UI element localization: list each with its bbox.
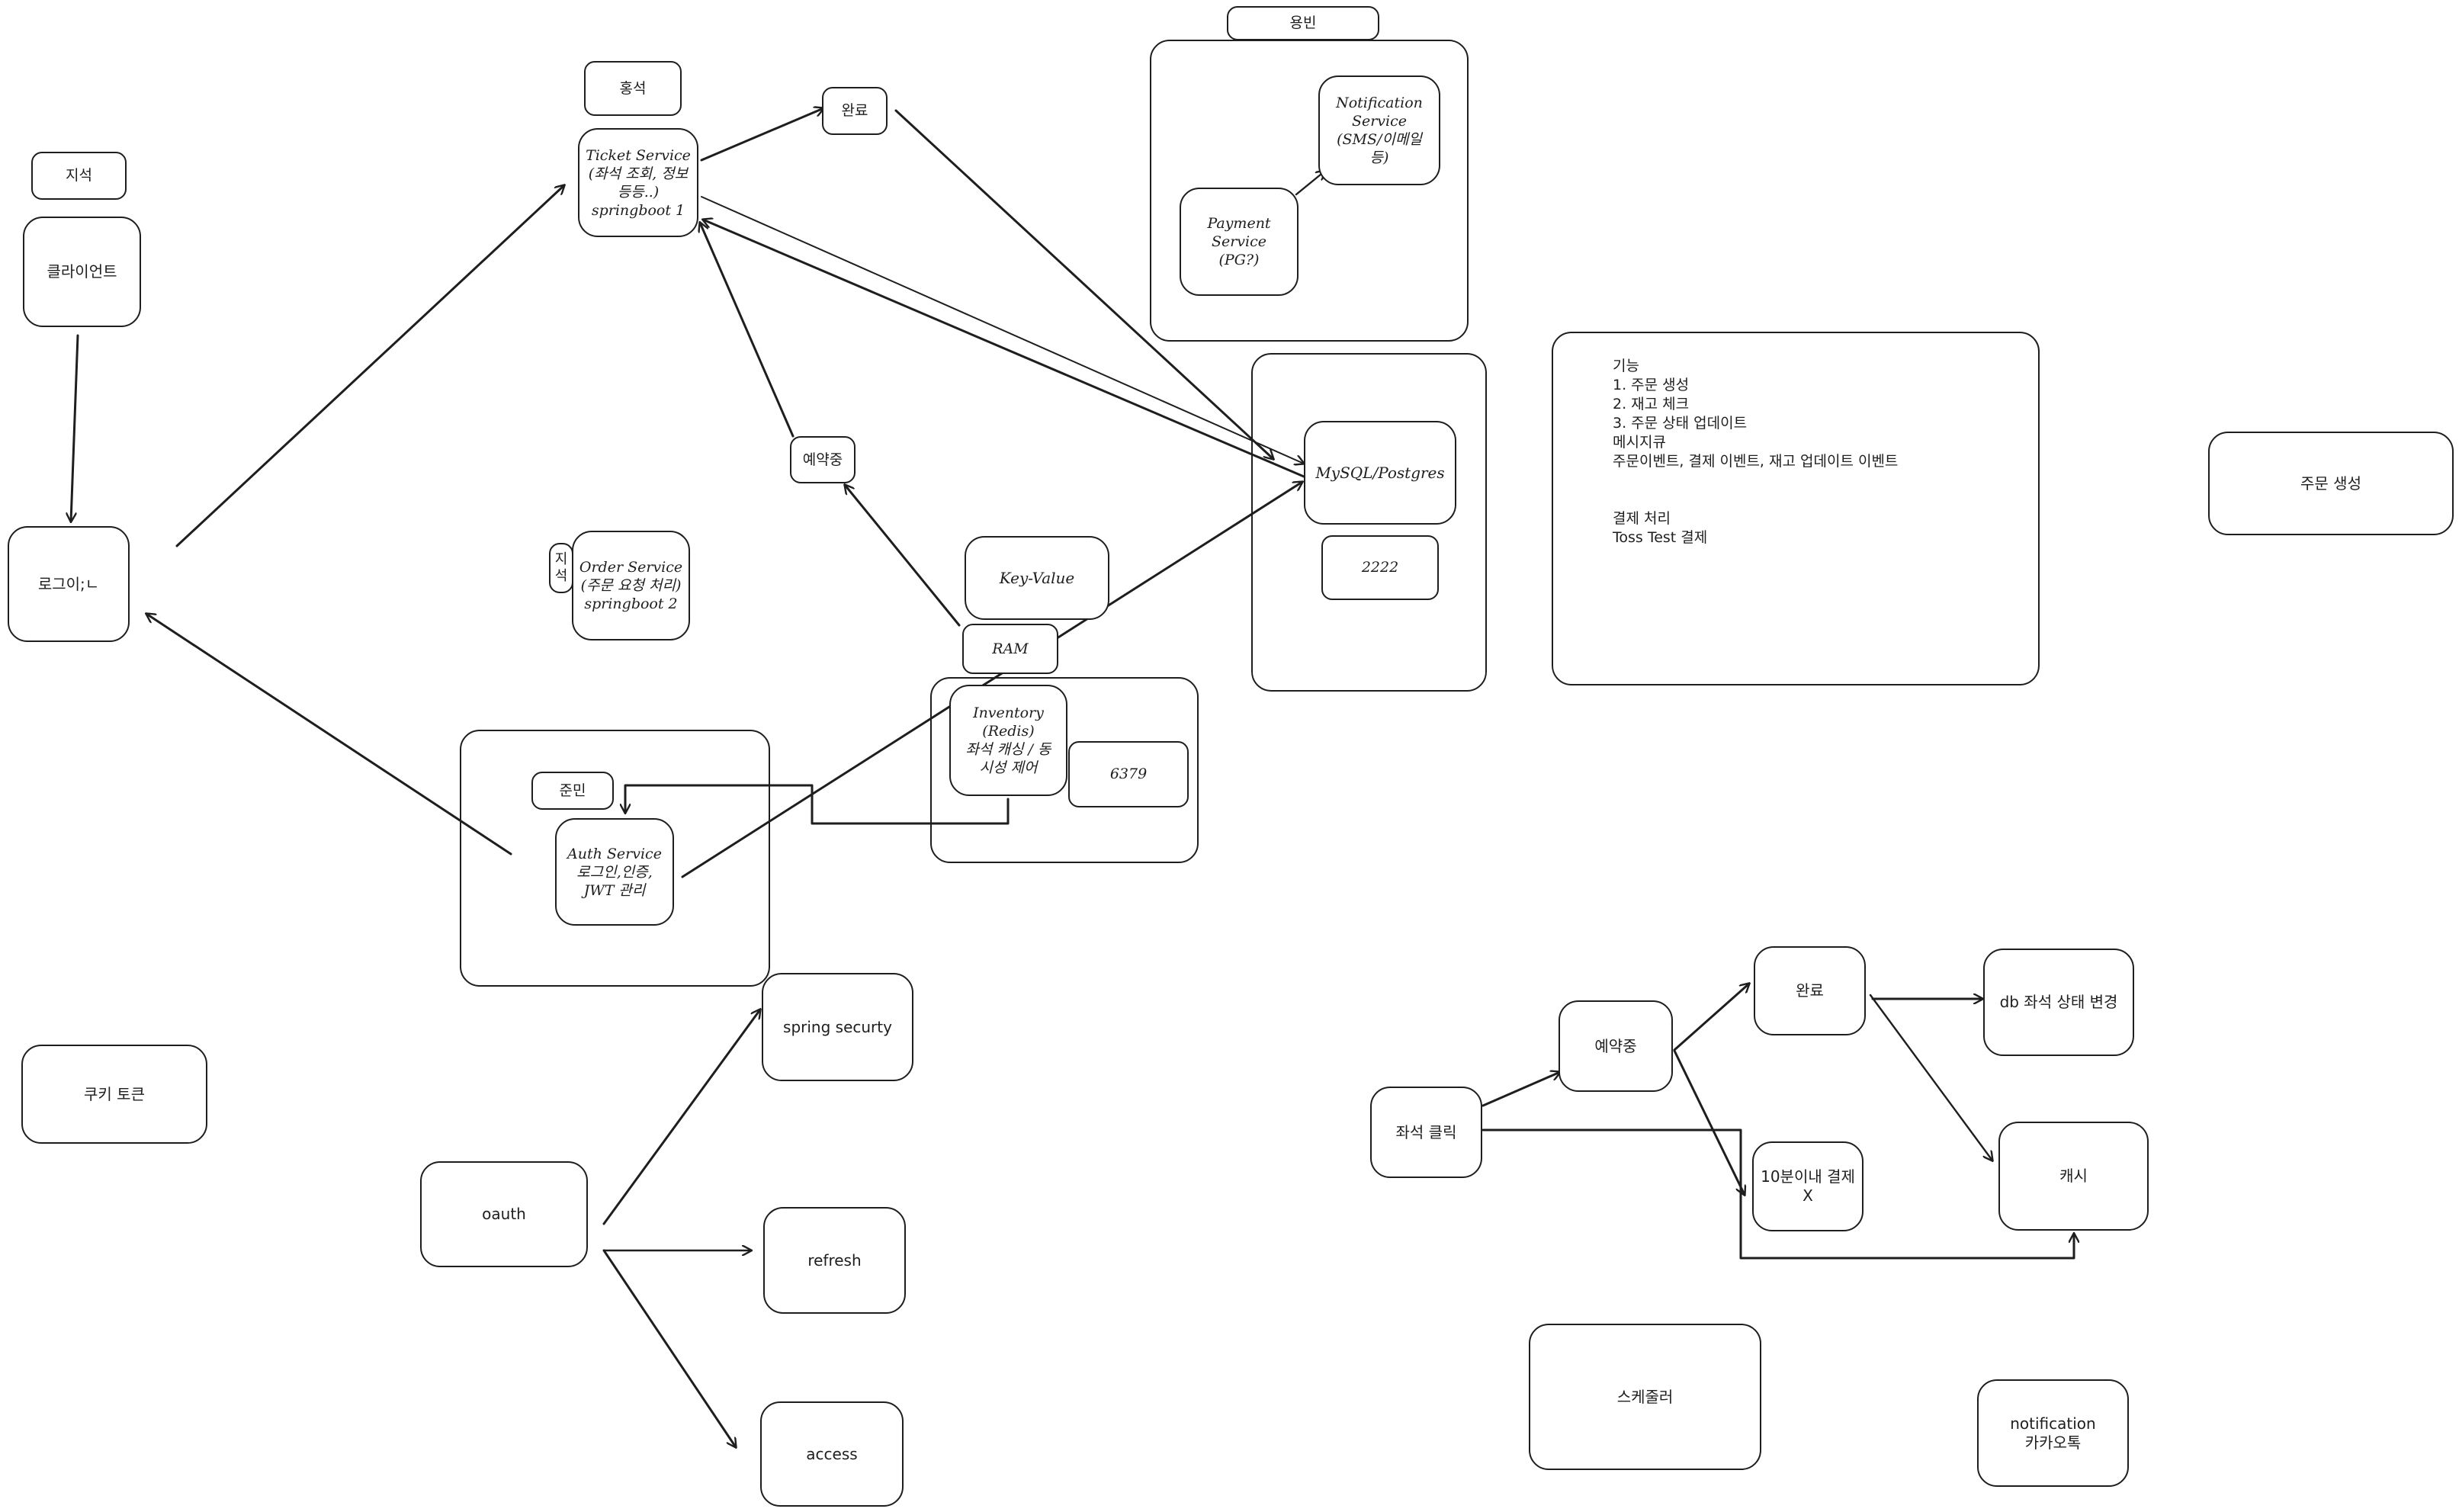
arrow-oauth-to-access: [602, 1249, 736, 1447]
arrow-db-to-ticket: [703, 220, 1305, 478]
no-payment-node[interactable]: 10분이내 결제X: [1752, 1141, 1864, 1231]
arrow-inventory-to-auth: [625, 784, 1010, 825]
cookie-token-node[interactable]: 쿠키 토큰: [21, 1045, 207, 1144]
inventory-node[interactable]: Inventory (Redis) 좌석 캐싱 / 동 시성 제어: [949, 685, 1067, 796]
db-seat-change-node[interactable]: db 좌석 상태 변경: [1983, 949, 2134, 1056]
reserving-flow-node[interactable]: 예약중: [1559, 1000, 1673, 1092]
arrow-reserving-to-done: [1673, 984, 1749, 1051]
order-create-node[interactable]: 주문 생성: [2208, 432, 2454, 535]
login-node[interactable]: 로그이;ㄴ: [8, 526, 130, 642]
ticket-service-node[interactable]: Ticket Service (좌석 조회, 정보 등등..) springbo…: [578, 128, 698, 237]
label-junmin: 준민: [531, 772, 614, 810]
auth-group-container: [460, 730, 770, 987]
order-service-node[interactable]: Order Service (주문 요청 처리) springboot 2: [572, 531, 690, 640]
done-top-node[interactable]: 완료: [822, 87, 888, 135]
arrow-done-to-db: [894, 109, 1273, 459]
arrow-login-to-ticket: [175, 185, 564, 547]
arrow-reserving-to-nopayment: [1673, 1049, 1745, 1195]
ram-node[interactable]: RAM: [962, 624, 1058, 674]
label-hongseok: 홍석: [584, 61, 682, 116]
arrow-reserving-to-ticket: [700, 223, 795, 438]
arrow-auth-to-login: [146, 614, 512, 856]
scheduler-node[interactable]: 스케줄러: [1529, 1324, 1761, 1470]
notification-service-node[interactable]: Notification Service (SMS/이메일 등): [1318, 75, 1440, 185]
client-node[interactable]: 클라이언트: [23, 217, 141, 327]
oauth-node[interactable]: oauth: [420, 1161, 588, 1267]
arrow-ticket-to-db: [701, 196, 1304, 464]
reserving-top-node[interactable]: 예약중: [790, 436, 856, 483]
payment-group-container: [1150, 40, 1469, 342]
cache-node[interactable]: 캐시: [1998, 1122, 2149, 1231]
spring-security-node[interactable]: spring securty: [762, 973, 913, 1081]
db-group-container: [1251, 353, 1487, 692]
seat-click-node[interactable]: 좌석 클릭: [1370, 1087, 1482, 1178]
arrow-auth-to-db: [681, 482, 1302, 878]
auth-service-node[interactable]: Auth Service 로그인,인증, JWT 관리: [555, 818, 674, 926]
access-node[interactable]: access: [760, 1401, 904, 1507]
arrow-oauth-to-spring-security: [602, 1010, 760, 1225]
arrow-seatclick-to-reserving: [1481, 1072, 1560, 1107]
refresh-node[interactable]: refresh: [763, 1207, 906, 1314]
feature-note: [1552, 332, 2040, 685]
db-node[interactable]: MySQL/Postgres: [1304, 421, 1456, 525]
done-flow-node[interactable]: 완료: [1754, 946, 1866, 1035]
port-redis-node: 6379: [1068, 741, 1189, 807]
arrow-client-to-login: [71, 334, 79, 522]
label-jiseok-side: 지 석: [549, 543, 573, 593]
key-value-node[interactable]: Key-Value: [965, 536, 1109, 620]
arrow-ticket-to-done: [700, 108, 823, 162]
payment-service-node[interactable]: Payment Service (PG?): [1180, 188, 1299, 296]
notification-kakao-node[interactable]: notification 카카오톡: [1977, 1379, 2129, 1487]
port-db-node: 2222: [1321, 535, 1439, 600]
arrow-seatclick-to-cache: [1481, 1128, 2074, 1260]
feature-note-text: 기능 1. 주문 생성 2. 재고 체크 3. 주문 상태 업데이트 메시지큐 …: [1613, 358, 1899, 546]
arrow-ram-to-reserving: [845, 485, 961, 627]
label-jiseok: 지석: [31, 152, 127, 200]
inventory-group-container: [930, 677, 1199, 863]
arrow-done-to-cache: [1869, 994, 1992, 1160]
label-yongbin: 용빈: [1227, 6, 1379, 40]
